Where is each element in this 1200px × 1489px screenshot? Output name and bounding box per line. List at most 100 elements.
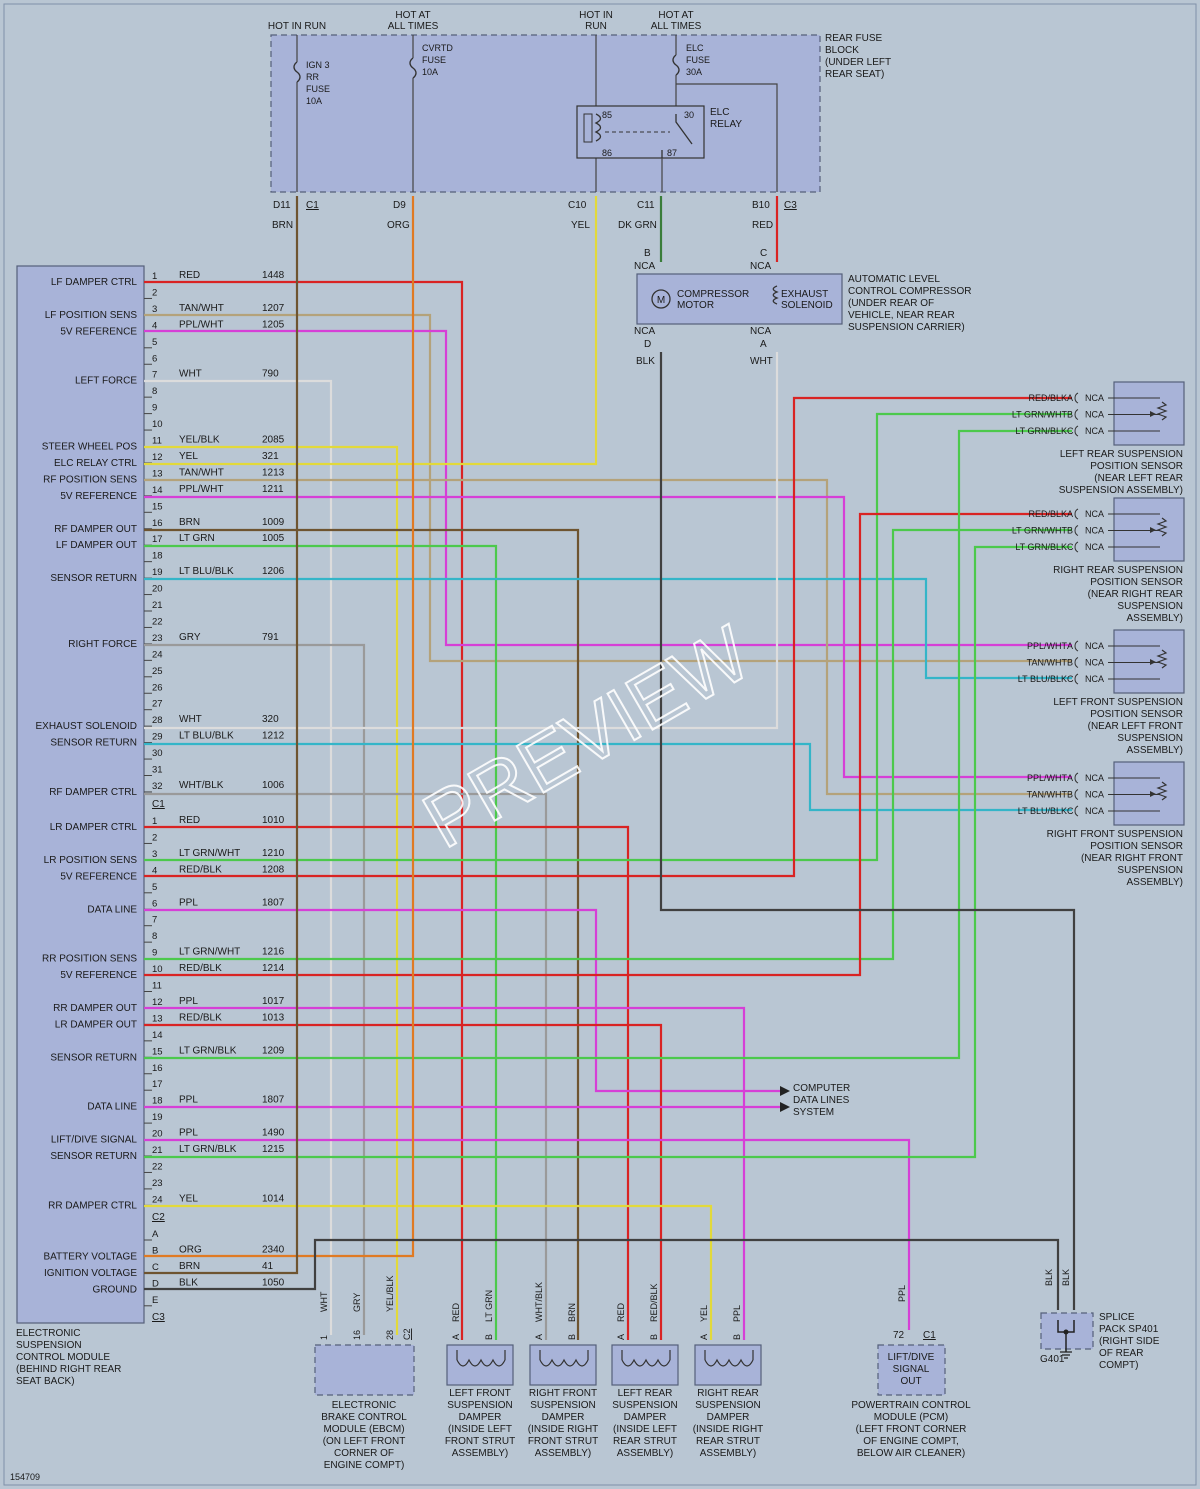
escm-pin-number: 20 xyxy=(152,1129,163,1140)
wire-c1-16-brn xyxy=(144,528,580,1340)
fuse2-icon xyxy=(409,57,417,79)
escm-wire-color: RED/BLK xyxy=(179,963,222,974)
escm-circuit-number: 320 xyxy=(262,714,279,725)
escm-circuit-label: LIFT/DIVE SIGNAL xyxy=(51,1135,138,1146)
sensor-pin: B xyxy=(1067,658,1073,668)
damper-coil-icon xyxy=(456,1358,506,1367)
pcm-pin-72: 72 xyxy=(893,1330,905,1341)
sensor-pin: C xyxy=(1067,426,1074,436)
motor-icon xyxy=(651,289,671,309)
escm-pin-number: 23 xyxy=(152,633,163,644)
escm-circuit-label: LF DAMPER OUT xyxy=(56,540,137,551)
escm-circuit-number: 1215 xyxy=(262,1144,285,1155)
escm-pin-number: 18 xyxy=(152,1096,163,1107)
escm-pin-number: C xyxy=(152,1262,159,1273)
escm-wire-color: PPL/WHT xyxy=(179,484,223,495)
connector-icon xyxy=(1074,409,1079,420)
escm-circuit-number: 1807 xyxy=(262,897,285,908)
relay-pin-86: 86 xyxy=(602,148,612,158)
damper-pin: A xyxy=(699,1334,709,1340)
wiper-arrow-icon xyxy=(1150,411,1156,417)
sensor-nca: NCA xyxy=(1085,526,1104,536)
wire-c1-7-wht xyxy=(144,379,333,1335)
compressor-box xyxy=(636,273,843,325)
wire-c1-11-yelblk xyxy=(144,445,399,1335)
wire-c1-19-ltblublk xyxy=(144,577,1072,680)
ebcm-conn: C2 xyxy=(402,1328,412,1340)
damper-wire-color: RED xyxy=(451,1302,461,1322)
sensor-wire-color: LT BLU/BLK xyxy=(1018,806,1067,816)
escm-circuit-number: 1209 xyxy=(262,1045,285,1056)
comp-pin-d: D xyxy=(644,339,651,350)
escm-circuit-label: RIGHT FORCE xyxy=(68,639,137,650)
fuse1-icon xyxy=(293,61,301,83)
sensor-pin: A xyxy=(1067,509,1073,519)
fuse3-line xyxy=(675,35,778,192)
escm-circuit-label: STEER WHEEL POS xyxy=(42,442,138,453)
damper-pin: A xyxy=(534,1334,544,1340)
wire-c3-d-blk xyxy=(144,1238,1060,1310)
figure-id: 154709 xyxy=(10,1472,40,1482)
wire-c2-3-ltgrnwht xyxy=(144,412,1072,862)
damper-pin: B xyxy=(649,1334,659,1340)
escm-pin-number: 1 xyxy=(152,816,157,827)
sensor-pin: B xyxy=(1067,526,1073,536)
damper-wire-color: YEL xyxy=(699,1305,709,1322)
wire-c1-3-tanwht xyxy=(144,313,1072,663)
escm-circuit-label: SENSOR RETURN xyxy=(50,573,137,584)
fuse-out-c3: C3 xyxy=(784,200,797,211)
sensor-nca: NCA xyxy=(1085,542,1104,552)
escm-pin-number: 2 xyxy=(152,832,157,843)
wire-c2-10-redblk xyxy=(144,512,1072,977)
escm-wire-color: BLK xyxy=(179,1277,198,1288)
fuse-out-d11: D11 xyxy=(273,200,291,211)
escm-pin-number: 5 xyxy=(152,882,157,893)
escm-circuit-number: 1210 xyxy=(262,848,285,859)
relay-pin-85: 85 xyxy=(602,110,612,120)
escm-circuit-number: 1207 xyxy=(262,303,285,314)
escm-box xyxy=(16,265,145,1324)
wiper-arrow-icon xyxy=(1150,659,1156,665)
escm-pin-number: 15 xyxy=(152,501,163,512)
sensor-pin: C xyxy=(1067,806,1074,816)
escm-pin-number: 19 xyxy=(152,1112,163,1123)
relay-pin-87: 87 xyxy=(667,148,677,158)
escm-wire-color: RED/BLK xyxy=(179,1012,222,1023)
sensor-wire-color: RED/BLK xyxy=(1028,509,1067,519)
escm-circuit-label: RF POSITION SENS xyxy=(43,474,137,485)
escm-circuit-label: 5V REFERENCE xyxy=(60,871,137,882)
damper-pin: B xyxy=(484,1334,494,1340)
escm-circuit-number: 1017 xyxy=(262,996,285,1007)
escm-circuit-number: 41 xyxy=(262,1261,274,1272)
damper-pin: B xyxy=(567,1334,577,1340)
sensor-box xyxy=(1113,761,1185,826)
escm-circuit-number: 1005 xyxy=(262,533,285,544)
escm-pin-number: 4 xyxy=(152,320,157,331)
damper-pin: A xyxy=(616,1334,626,1340)
escm-circuit-number: 1212 xyxy=(262,731,285,742)
fuse3-icon xyxy=(672,54,680,76)
escm-circuit-number: 1050 xyxy=(262,1277,285,1288)
wire-c1-12-yel xyxy=(144,196,598,466)
sensor-pin: C xyxy=(1067,542,1074,552)
solenoid-coil-icon xyxy=(772,285,779,305)
damper-wire-color: PPL xyxy=(732,1305,742,1322)
escm-pin-number: 6 xyxy=(152,353,157,364)
escm-pin-number: 13 xyxy=(152,468,163,479)
escm-pin-number: 15 xyxy=(152,1046,163,1057)
wire-c2-9-ltgrnwht xyxy=(144,528,1072,961)
wire-label-org: ORG xyxy=(387,220,410,231)
escm-circuit-number: 321 xyxy=(262,451,279,462)
escm-pin-number: 9 xyxy=(152,403,157,414)
escm-circuit-label: LF DAMPER CTRL xyxy=(51,277,138,288)
escm-pin-number: 10 xyxy=(152,964,163,975)
escm-pin-number: 19 xyxy=(152,567,163,578)
